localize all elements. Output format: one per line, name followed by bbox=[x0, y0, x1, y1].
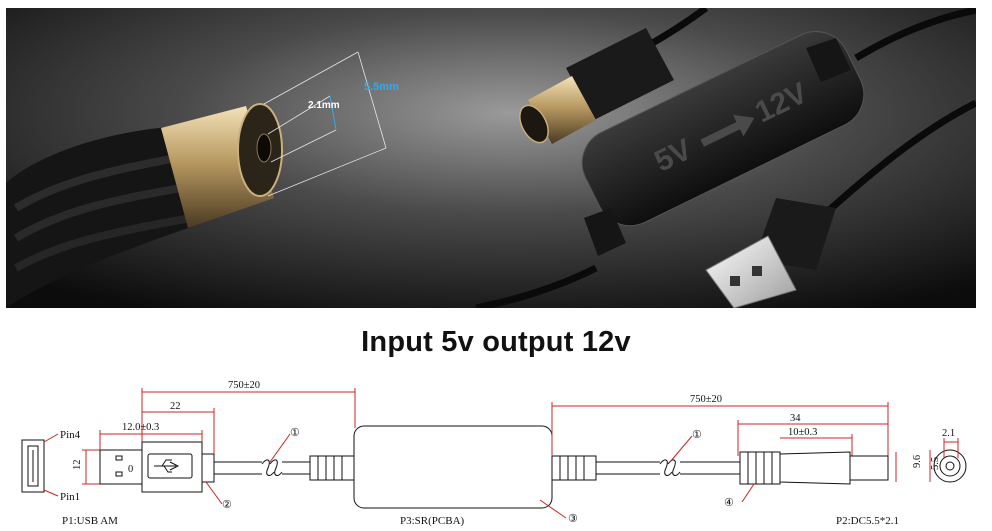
dim-750-left: 750±20 bbox=[228, 380, 260, 391]
pcba-module-box: ③ bbox=[353, 425, 578, 525]
callout-3: ③ bbox=[568, 513, 578, 525]
left-dimensions: 750±20 22 12.0±0.3 bbox=[99, 380, 356, 454]
technical-drawing: Pin4 Pin1 12 0 750±20 22 12.0±0.3 bbox=[21, 380, 967, 527]
callout-2: ② bbox=[222, 499, 232, 511]
right-dimensions: 750±20 34 10±0.3 9.6 bbox=[551, 394, 923, 482]
label-p2: P2:DC5.5*2.1 bbox=[836, 515, 899, 527]
label-p1: P1:USB AM bbox=[62, 515, 118, 527]
dim-750-right: 750±20 bbox=[690, 394, 722, 405]
dc-plug-closeup bbox=[6, 103, 283, 308]
dim-12-0: 12.0±0.3 bbox=[122, 422, 159, 433]
dc-plug-side: ④ bbox=[724, 451, 889, 509]
dc-front-view: 5.5 2.1 bbox=[929, 428, 967, 483]
callout-1-right: ① bbox=[692, 429, 702, 441]
dim-5-5: 5.5 bbox=[930, 457, 941, 470]
pin4-label: Pin4 bbox=[60, 429, 81, 441]
pin1-label: Pin1 bbox=[60, 491, 80, 503]
usb-connector-side: 12 0 bbox=[72, 441, 262, 493]
dim-22: 22 bbox=[170, 401, 181, 412]
left-cable-break: ① ② bbox=[205, 427, 310, 511]
dim-12-vertical: 12 bbox=[72, 460, 83, 471]
dim-9-6: 9.6 bbox=[912, 455, 923, 468]
usb-symbol-icon bbox=[154, 459, 180, 473]
dim-34: 34 bbox=[790, 413, 801, 424]
headline: Input 5v output 12v bbox=[361, 326, 631, 358]
dim-2-1: 2.1 bbox=[942, 428, 955, 439]
converter-cable-photo: 5V 12V bbox=[475, 8, 976, 308]
svg-text:0: 0 bbox=[128, 464, 133, 475]
dim-10: 10±0.3 bbox=[788, 427, 817, 438]
label-p3: P3:SR(PCBA) bbox=[400, 515, 465, 527]
outer-diameter-label: 5.5mm bbox=[364, 81, 399, 93]
callout-1-left: ① bbox=[290, 427, 300, 439]
callout-4: ④ bbox=[724, 497, 734, 509]
right-strain-relief: ① bbox=[551, 429, 740, 481]
diameter-callouts: 5.5mm 2.1mm bbox=[263, 51, 399, 197]
inner-diameter-label: 2.1mm bbox=[308, 100, 340, 111]
product-photo: 5.5mm 2.1mm 5V 12V bbox=[6, 8, 976, 308]
left-strain-relief bbox=[309, 455, 355, 481]
usb-front-view: Pin4 Pin1 bbox=[21, 429, 81, 503]
